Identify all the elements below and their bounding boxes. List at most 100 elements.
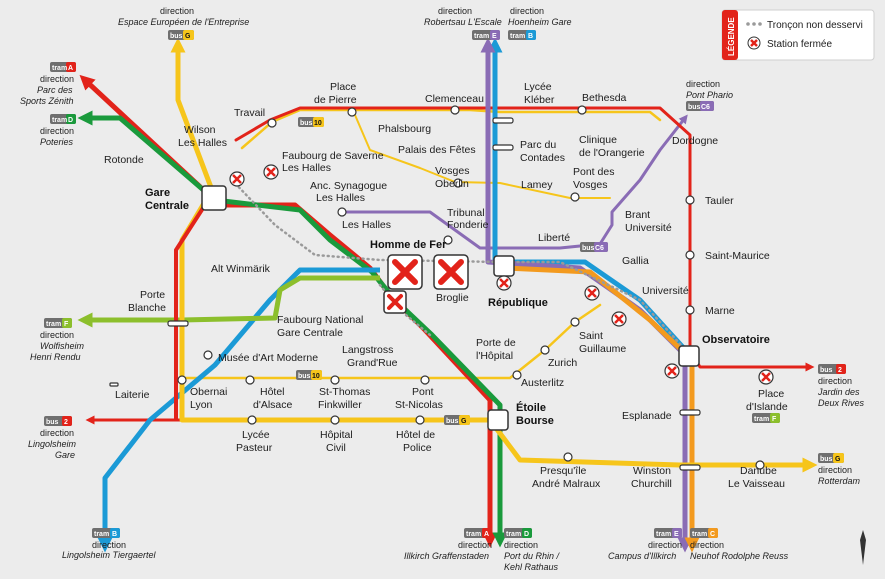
observatoire-hub[interactable] (678, 345, 700, 367)
station-travail[interactable]: Travail (234, 107, 265, 119)
station-wilson-1[interactable]: Wilson (184, 124, 216, 136)
station-etoile-2[interactable]: Bourse (516, 415, 554, 427)
station-tribunal-1[interactable]: Tribunal (447, 207, 485, 219)
svg-text:direction: direction (648, 540, 682, 550)
station-presquile-2[interactable]: André Malraux (532, 478, 601, 490)
station-lamey[interactable]: Lamey (521, 179, 553, 191)
station-palais-fetes[interactable]: Palais des Fêtes (398, 144, 476, 156)
station-faubourg-national-1[interactable]: Faubourg National (277, 314, 363, 326)
svg-text:direction: direction (92, 540, 126, 550)
station-musee[interactable]: Musée d'Art Moderne (218, 352, 318, 364)
station-faubourg-national-2[interactable]: Gare Centrale (277, 327, 343, 339)
etoile-bourse-hub[interactable] (487, 409, 509, 431)
station-obernai-1[interactable]: Obernai (190, 386, 227, 398)
station-bethesda[interactable]: Bethesda (582, 92, 627, 104)
station-lycee-pasteur-1[interactable]: Lycée (242, 429, 270, 441)
station-faubourg-saverne-2[interactable]: Les Halles (282, 162, 331, 174)
station-saint-guillaume-1[interactable]: Saint (579, 330, 603, 342)
station-universite[interactable]: Université (642, 285, 689, 297)
station-hotel-police-1[interactable]: Hôtel de (396, 429, 435, 441)
station-tauler[interactable]: Tauler (705, 195, 734, 207)
station-broglie[interactable]: Broglie (436, 292, 469, 304)
station-brant-1[interactable]: Brant (625, 209, 650, 221)
station-liberte[interactable]: Liberté (538, 232, 570, 244)
station-marne[interactable]: Marne (705, 305, 735, 317)
gare-centrale-hub[interactable] (201, 185, 227, 211)
station-gare-centrale-1[interactable]: Gare (145, 187, 170, 199)
station-porte-hopital-1[interactable]: Porte de (476, 337, 516, 349)
republique-hub[interactable] (493, 255, 515, 277)
station-parc-contades-1[interactable]: Parc du (520, 139, 556, 151)
station-st-thomas-1[interactable]: St-Thomas (319, 386, 370, 398)
station-laiterie[interactable]: Laiterie (115, 389, 150, 401)
station-danube-1[interactable]: Danube (740, 465, 777, 477)
station-pont-vosges-2[interactable]: Vosges (573, 179, 607, 191)
station-anc-synagogue-1[interactable]: Anc. Synagogue (310, 180, 387, 192)
svg-text:F: F (64, 321, 69, 328)
station-place-de-pierre-1[interactable]: Place (330, 81, 356, 93)
station-vosges-2[interactable]: Oberlin (435, 178, 469, 190)
station-hotel-police-2[interactable]: Police (403, 442, 432, 454)
station-anc-synagogue-2[interactable]: Les Halles (316, 192, 365, 204)
svg-text:Sports Zénith: Sports Zénith (20, 96, 74, 106)
station-zurich[interactable]: Zurich (548, 357, 577, 369)
station-hopital-civil-1[interactable]: Hôpital (320, 429, 353, 441)
station-observatoire[interactable]: Observatoire (702, 334, 770, 346)
svg-text:direction: direction (40, 330, 74, 340)
station-brant-2[interactable]: Université (625, 222, 672, 234)
station-lycee-pasteur-2[interactable]: Pasteur (236, 442, 273, 454)
station-les-halles[interactable]: Les Halles (342, 219, 391, 231)
station-place-islande-2[interactable]: d'Islande (746, 401, 788, 413)
station-dordogne[interactable]: Dordogne (672, 135, 718, 147)
station-danube-2[interactable]: Le Vaisseau (728, 478, 785, 490)
station-alt-winmarik[interactable]: Alt Winmärik (211, 263, 271, 275)
station-wilson-2[interactable]: Les Halles (178, 137, 227, 149)
station-porte-hopital-2[interactable]: l'Hôpital (476, 350, 513, 362)
svg-text:C6: C6 (701, 104, 710, 111)
station-saint-maurice[interactable]: Saint-Maurice (705, 250, 770, 262)
station-clinique-1[interactable]: Clinique (579, 134, 617, 146)
station-hotel-alsace-2[interactable]: d'Alsace (253, 399, 293, 411)
station-tribunal-2[interactable]: Fonderie (447, 219, 489, 231)
station-rotonde[interactable]: Rotonde (104, 154, 144, 166)
station-porte-blanche-1[interactable]: Porte (140, 289, 165, 301)
station-winston-2[interactable]: Churchill (631, 478, 672, 490)
station-saint-guillaume-2[interactable]: Guillaume (579, 343, 626, 355)
station-vosges-1[interactable]: Vosges (435, 165, 469, 177)
station-hopital-civil-2[interactable]: Civil (326, 442, 346, 454)
station-langstross-1[interactable]: Langstross (342, 344, 393, 356)
station-esplanade[interactable]: Esplanade (622, 410, 672, 422)
station-etoile-1[interactable]: Étoile (516, 401, 546, 414)
station-faubourg-saverne-1[interactable]: Faubourg de Saverne (282, 150, 384, 162)
station-pont-st-nicolas-1[interactable]: Pont (412, 386, 434, 398)
station-gallia[interactable]: Gallia (622, 255, 649, 267)
station-republique[interactable]: République (488, 297, 548, 309)
station-porte-blanche-2[interactable]: Blanche (128, 302, 166, 314)
station-langstross-2[interactable]: Grand'Rue (347, 357, 398, 369)
station-st-thomas-2[interactable]: Finkwiller (318, 399, 362, 411)
station-hotel-alsace-1[interactable]: Hôtel (260, 386, 285, 398)
station-lycee-kleber-2[interactable]: Kléber (524, 94, 555, 106)
station-clemenceau[interactable]: Clemenceau (425, 93, 484, 105)
station-austerlitz[interactable]: Austerlitz (521, 377, 564, 389)
station-pont-vosges-1[interactable]: Pont des (573, 166, 614, 178)
station-gare-centrale-2[interactable]: Centrale (145, 200, 189, 212)
station-presquile-1[interactable]: Presqu'île (540, 465, 587, 477)
station-winston-1[interactable]: Winston (633, 465, 671, 477)
station-clinique-2[interactable]: de l'Orangerie (579, 147, 645, 159)
station-parc-contades-2[interactable]: Contades (520, 152, 565, 164)
station-phalsbourg[interactable]: Phalsbourg (378, 123, 431, 135)
station-pont-st-nicolas-2[interactable]: St-Nicolas (395, 399, 443, 411)
station-obernai-2[interactable]: Lyon (190, 399, 213, 411)
svg-text:Robertsau L'Escale: Robertsau L'Escale (424, 17, 502, 27)
station-homme-de-fer[interactable]: Homme de Fer (370, 239, 447, 251)
dotted-line-icon (746, 22, 762, 26)
station-place-de-pierre-2[interactable]: de Pierre (314, 94, 357, 106)
station-place-islande-1[interactable]: Place (758, 388, 784, 400)
station-lycee-kleber-1[interactable]: Lycée (524, 81, 552, 93)
